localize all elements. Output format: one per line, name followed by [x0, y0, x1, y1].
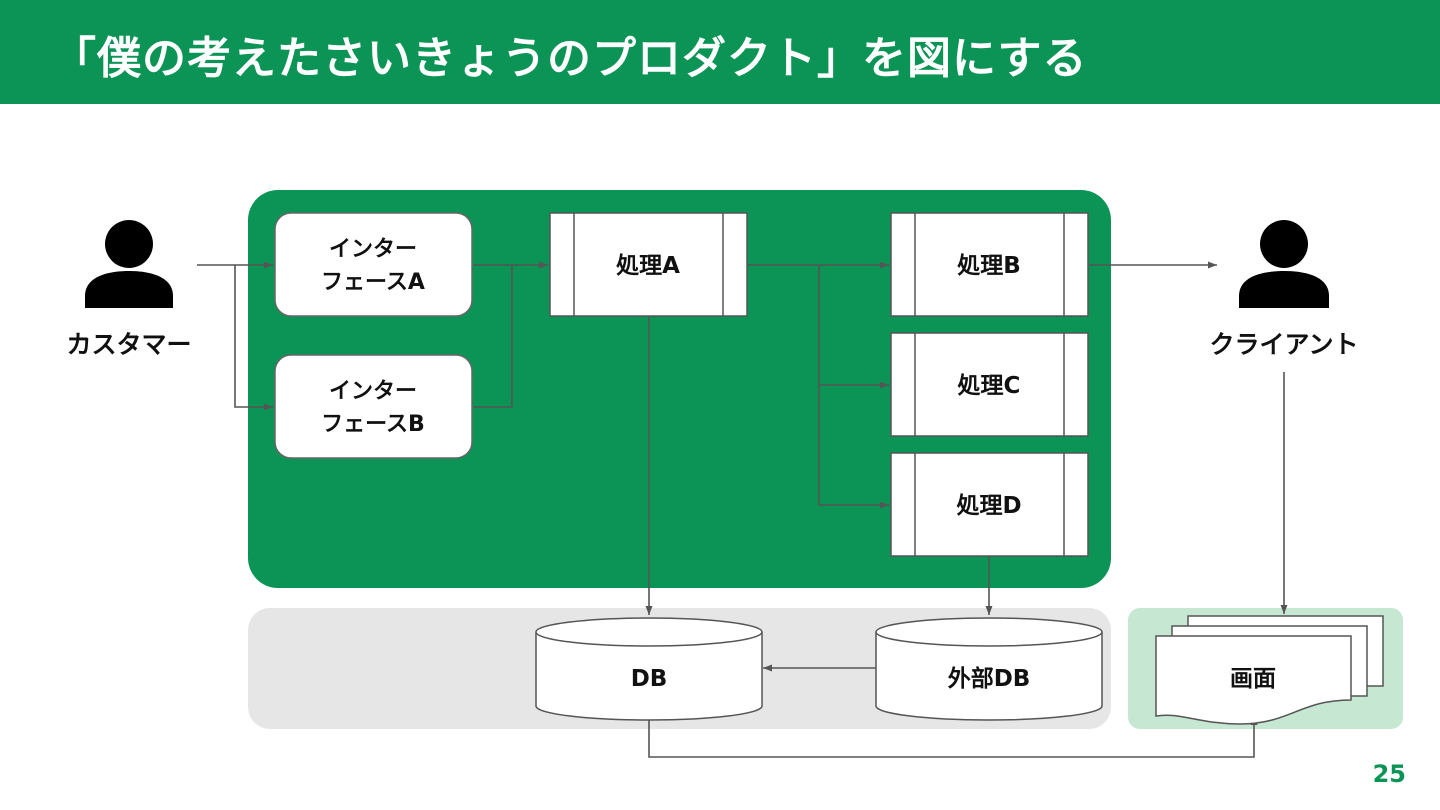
process-d-label: 処理D: [956, 492, 1021, 519]
process-a: 処理A: [549, 212, 748, 317]
slide-header: 「僕の考えたさいきょうのプロダクト」を図にする: [0, 0, 1440, 104]
db-to-screen-arrow: [648, 716, 1258, 758]
interface-a-label-line1: インター: [329, 237, 417, 262]
person-icon: [85, 220, 173, 308]
external-db-cylinder: 外部DB: [875, 617, 1103, 721]
interface-b-to-process-a-line: [473, 265, 513, 408]
interface-b-label-line2: フェースB: [321, 412, 425, 437]
slide-title: 「僕の考えたさいきょうのプロダクト」を図にする: [52, 33, 1088, 84]
interface-a-label-line2: フェースA: [321, 270, 425, 295]
interface-b: インター フェースB: [274, 354, 473, 459]
process-d: 処理D: [890, 452, 1089, 557]
process-c: 処理C: [890, 332, 1089, 437]
interface-a: インター フェースA: [274, 212, 473, 317]
customer-label: カスタマー: [66, 330, 191, 359]
customer-to-interface-b-arrow: [234, 265, 273, 411]
client-actor: クライアント: [1209, 220, 1359, 359]
external-db-label: 外部DB: [948, 665, 1031, 692]
db-cylinder: DB: [535, 617, 763, 721]
connectors: [197, 261, 1288, 758]
interface-b-label-line1: インター: [329, 379, 417, 404]
screen-documents: 画面: [1155, 615, 1384, 725]
process-a-to-d-arrow: [818, 385, 889, 509]
client-label: クライアント: [1209, 330, 1358, 359]
person-icon: [1239, 220, 1329, 308]
customer-actor: カスタマー: [66, 220, 192, 359]
process-a-label: 処理A: [616, 252, 680, 279]
process-b-label: 処理B: [957, 252, 1021, 279]
process-c-label: 処理C: [958, 372, 1021, 399]
process-b: 処理B: [890, 212, 1089, 317]
screen-label: 画面: [1230, 666, 1276, 692]
page-number: 25: [1372, 760, 1406, 788]
db-label: DB: [631, 666, 668, 692]
